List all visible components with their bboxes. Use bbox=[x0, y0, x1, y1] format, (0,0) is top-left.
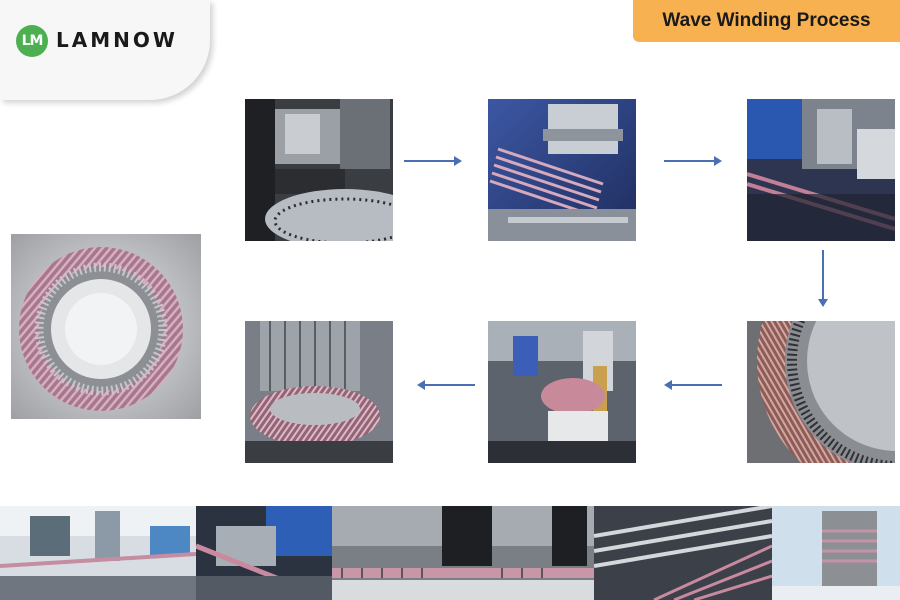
page-title: Wave Winding Process bbox=[662, 10, 871, 31]
brand-name: LAMNOW bbox=[56, 28, 178, 52]
strip-photo-finished-stator bbox=[772, 506, 900, 600]
strip-photo-wire-line bbox=[0, 506, 196, 600]
strip-photo-wire-bundle bbox=[594, 506, 772, 600]
strip-photo-forming-tool bbox=[196, 506, 332, 600]
arrow-down-icon bbox=[817, 250, 829, 307]
logo-icon: LM bbox=[16, 25, 48, 57]
strip-photo-wave-press bbox=[332, 506, 594, 600]
arrow-right-icon bbox=[664, 155, 722, 167]
arrow-left-icon bbox=[417, 379, 475, 391]
step-6-stator-assembly-photo bbox=[245, 321, 393, 463]
finished-stator-photo bbox=[11, 234, 201, 419]
step-1-wire-feeding-photo bbox=[245, 99, 393, 241]
bottom-photo-strip bbox=[0, 506, 900, 600]
arrow-right-icon bbox=[404, 155, 462, 167]
step-2-wire-forming-photo bbox=[488, 99, 636, 241]
step-3-wire-bending-photo bbox=[747, 99, 895, 241]
page-title-badge: Wave Winding Process bbox=[633, 0, 900, 42]
logo-card: LM LAMNOW bbox=[0, 0, 210, 100]
step-5-coil-insertion-photo bbox=[488, 321, 636, 463]
arrow-left-icon bbox=[664, 379, 722, 391]
step-4-coil-close-up-photo bbox=[747, 321, 895, 463]
